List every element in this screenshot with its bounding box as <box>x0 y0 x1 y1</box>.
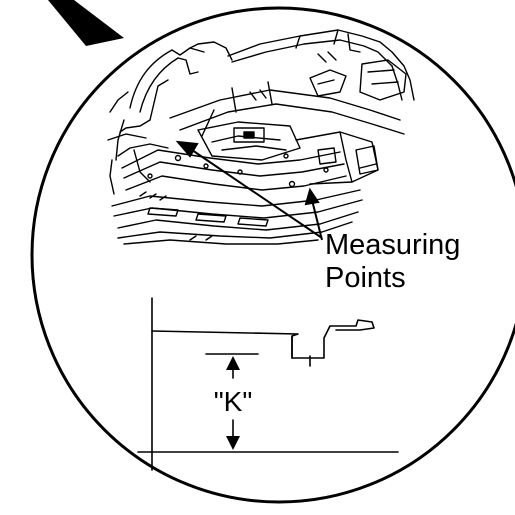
detail-circle <box>30 6 515 504</box>
callout-label-line2: Points <box>325 262 406 294</box>
k-arrowhead-down <box>226 436 240 450</box>
leader-lines <box>175 140 323 241</box>
dimension-label-k: "K" <box>214 386 253 417</box>
k-arrowhead-up <box>226 356 240 370</box>
callout-label-line1: Measuring <box>325 229 460 261</box>
profile-inset <box>137 297 399 471</box>
leader-arrowhead-left <box>175 140 199 158</box>
leader-arrowhead-right <box>304 187 320 206</box>
underbody-sketch <box>107 29 415 245</box>
pointer-arrow <box>48 0 124 46</box>
underbody-profile <box>151 319 375 359</box>
